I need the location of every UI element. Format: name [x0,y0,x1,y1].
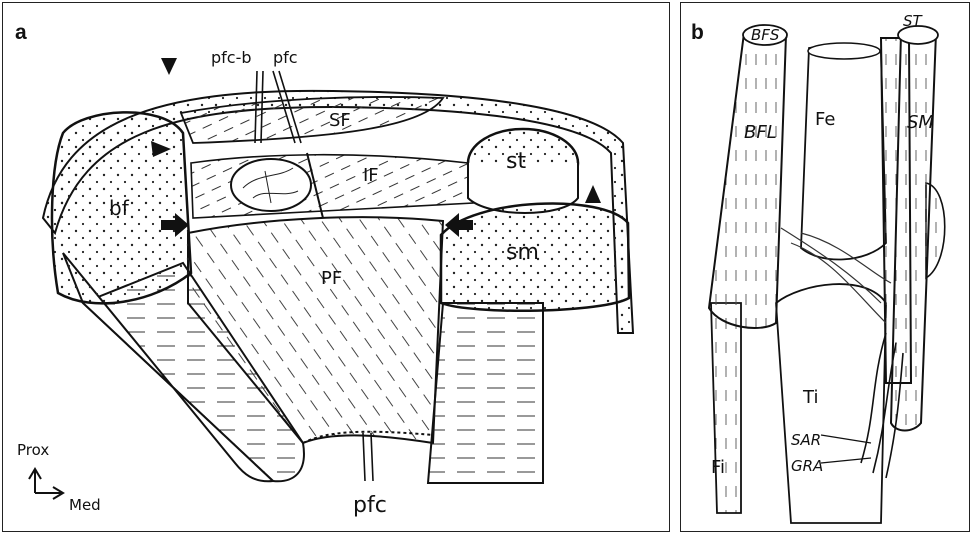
label-pfc-b: pfc-b [211,48,252,67]
sm-column [428,303,543,483]
label-sf: SF [329,110,351,131]
femur-fe [801,45,886,259]
bfl-column [709,33,786,328]
label-bfl: BFL [744,122,777,143]
label-fe: Fe [815,109,835,130]
panel-a: a [2,2,670,532]
pfc-nerve-bottom [363,433,373,481]
label-gra: GRA [791,457,823,475]
label-pf: PF [321,268,342,289]
vessel-network [231,159,311,211]
label-bfs: BFS [751,26,780,44]
label-st-b: ST [903,12,924,30]
label-if: IF [363,165,379,186]
label-ti: Ti [802,387,818,408]
label-pfc-top: pfc [273,48,298,67]
label-sm: sm [506,240,539,265]
panel-b: b BFS ST BFL Fe SM [680,2,970,532]
label-sar: SAR [791,431,821,449]
label-st: st [506,149,526,174]
label-pfc-bottom: pfc [353,493,387,518]
orientation-arrows [29,469,63,499]
label-bf: bf [109,196,130,220]
label-sm-b: SM [907,112,934,133]
panel-a-illustration: pfc-b pfc SF IF st bf sm PF pfc Prox Med [3,3,670,532]
tibia-ti [776,284,886,523]
label-prox: Prox [17,441,49,459]
label-med: Med [69,496,101,514]
label-fi: Fi [711,457,725,478]
fibula-fi [711,303,741,513]
arrowhead-st [585,185,601,203]
arrowhead-top [161,58,177,75]
panel-b-illustration: BFS ST BFL Fe SM Ti SAR GRA Fi [681,3,970,532]
